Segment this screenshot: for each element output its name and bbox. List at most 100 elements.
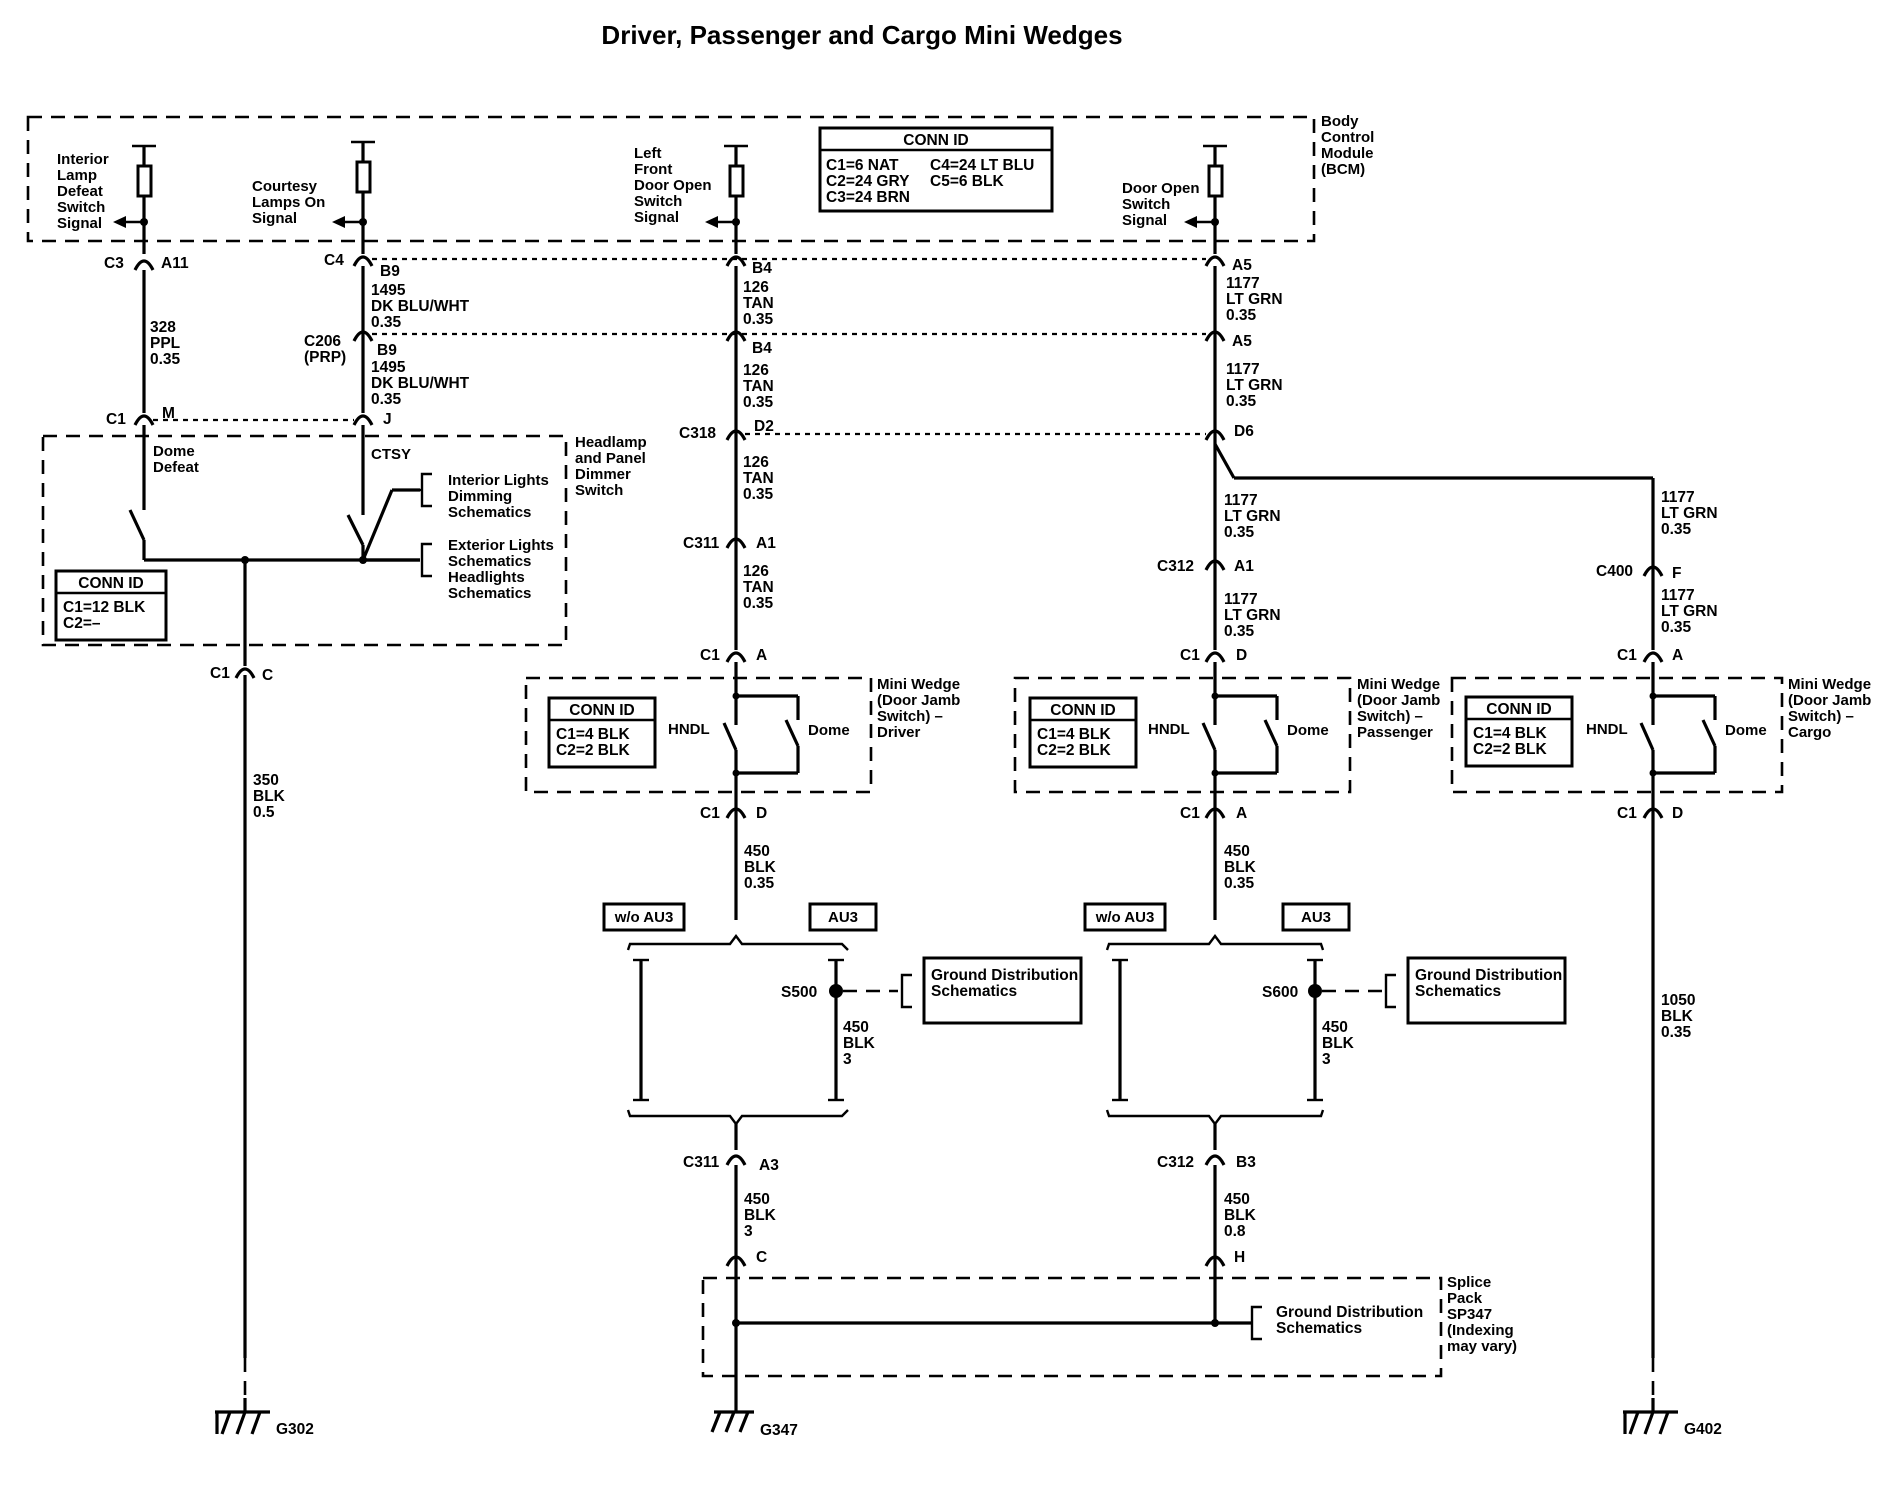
connector-label-b4: B4	[752, 340, 772, 357]
svg-text:B9: B9	[380, 263, 400, 280]
connector-c312-a1: C312 A1	[1157, 558, 1254, 575]
svg-text:C: C	[756, 1249, 767, 1266]
mini-wedge-cargo-conn-id: CONN ID C1=4 BLK C2=2 BLK	[1464, 695, 1574, 768]
wire-label-450-driver: 450 BLK 0.35	[744, 843, 777, 892]
svg-text:450: 450	[843, 1019, 869, 1036]
svg-text:LT GRN: LT GRN	[1226, 291, 1283, 308]
connector-c1-a-driver: C1 A	[700, 647, 767, 664]
ground-ref-splice: Ground Distribution Schematics	[1276, 1304, 1423, 1337]
svg-text:Exterior Lights: Exterior Lights	[448, 537, 554, 554]
headlamp-switch-label: Headlamp and Panel Dimmer Switch	[575, 434, 647, 499]
svg-text:C312: C312	[1157, 1154, 1194, 1171]
svg-text:3: 3	[843, 1051, 852, 1068]
svg-text:A: A	[756, 647, 767, 664]
svg-text:C1=6 NAT: C1=6 NAT	[826, 157, 899, 174]
svg-text:Ground Distribution: Ground Distribution	[1276, 1304, 1423, 1321]
wire-label-1177-1: 1177 LT GRN 0.35	[1226, 275, 1283, 324]
svg-text:Schematics: Schematics	[448, 553, 531, 570]
svg-text:Signal: Signal	[634, 209, 679, 226]
svg-text:D6: D6	[1234, 423, 1254, 440]
connector-a5-c206	[1204, 330, 1226, 342]
svg-text:Lamp: Lamp	[57, 167, 97, 184]
mini-wedge-passenger-box	[1013, 676, 1352, 794]
wire-label-1177-3: 1177 LT GRN 0.35	[1224, 492, 1281, 541]
svg-text:LT GRN: LT GRN	[1226, 377, 1283, 394]
svg-text:C1: C1	[700, 805, 720, 822]
svg-text:(Door Jamb: (Door Jamb	[1357, 692, 1440, 709]
svg-text:A11: A11	[161, 255, 189, 272]
svg-text:0.35: 0.35	[1224, 524, 1255, 541]
svg-text:Dome: Dome	[808, 722, 850, 739]
svg-text:Front: Front	[634, 161, 672, 178]
svg-text:C311: C311	[683, 535, 720, 552]
svg-text:F: F	[1672, 565, 1681, 582]
svg-text:C400: C400	[1596, 563, 1633, 580]
svg-text:C4=24 LT BLU: C4=24 LT BLU	[930, 157, 1034, 174]
connector-c1-m-j: C1 M J	[106, 405, 392, 428]
wire-label-450-08-passenger: 450 BLK 0.8	[1224, 1191, 1257, 1240]
wire-label-1177-5: 1177 LT GRN 0.35	[1661, 489, 1718, 538]
svg-text:M: M	[162, 405, 175, 422]
svg-text:126: 126	[743, 454, 769, 471]
svg-text:D: D	[756, 805, 767, 822]
svg-text:0.35: 0.35	[1224, 875, 1255, 892]
svg-text:0.35: 0.35	[743, 486, 774, 503]
svg-text:LT GRN: LT GRN	[1661, 603, 1718, 620]
svg-text:A1: A1	[1234, 558, 1254, 575]
svg-text:Switch: Switch	[57, 199, 105, 216]
connector-c206: C206 (PRP) B9	[304, 330, 397, 366]
svg-text:C1=4 BLK: C1=4 BLK	[1473, 725, 1547, 742]
svg-text:S500: S500	[781, 984, 817, 1001]
svg-text:C1: C1	[1617, 805, 1637, 822]
bcm-box	[26, 115, 1316, 243]
svg-text:HNDL: HNDL	[1148, 721, 1190, 738]
signal-label-interior-lamp-defeat: Interior Lamp Defeat Switch Signal	[57, 151, 109, 232]
svg-text:Schematics: Schematics	[1415, 983, 1501, 1000]
svg-text:Left: Left	[634, 145, 662, 162]
svg-text:450: 450	[744, 1191, 770, 1208]
svg-text:TAN: TAN	[743, 470, 774, 487]
svg-text:Headlamp: Headlamp	[575, 434, 647, 451]
mini-wedge-driver-label: Mini Wedge (Door Jamb Switch) – Driver	[877, 676, 960, 741]
ground-ref-s600: Ground Distribution Schematics	[1406, 956, 1567, 1025]
wire-label-328: 328 PPL 0.35	[150, 319, 181, 368]
svg-text:G402: G402	[1684, 1421, 1722, 1438]
svg-text:D: D	[1672, 805, 1683, 822]
svg-text:328: 328	[150, 319, 176, 336]
svg-text:TAN: TAN	[743, 295, 774, 312]
ctsy-junction	[359, 556, 367, 564]
svg-text:C318: C318	[679, 425, 716, 442]
splice-junction-h	[1211, 1319, 1219, 1327]
svg-text:Ground Distribution: Ground Distribution	[1415, 967, 1562, 984]
svg-text:CONN ID: CONN ID	[569, 702, 634, 719]
svg-text:Signal: Signal	[1122, 212, 1167, 229]
svg-text:Ground Distribution: Ground Distribution	[931, 967, 1078, 984]
connector-c1-a-cargo: C1 A	[1617, 647, 1683, 664]
svg-text:HNDL: HNDL	[668, 721, 710, 738]
svg-text:Courtesy: Courtesy	[252, 178, 318, 195]
svg-text:DK BLU/WHT: DK BLU/WHT	[371, 298, 470, 315]
connector-c311-a1: C311 A1	[683, 535, 776, 552]
svg-text:D: D	[1236, 647, 1247, 664]
svg-text:Schematics: Schematics	[448, 585, 531, 602]
splice-pack-box	[701, 1276, 1443, 1378]
connector-c1-d-cargo: C1 D	[1617, 805, 1683, 822]
mini-wedge-passenger-switches: HNDL Dome	[1148, 662, 1329, 818]
svg-text:A5: A5	[1232, 257, 1252, 274]
svg-text:Signal: Signal	[57, 215, 102, 232]
svg-text:C3: C3	[104, 255, 124, 272]
svg-text:CONN ID: CONN ID	[903, 132, 968, 149]
mini-wedge-passenger-label: Mini Wedge (Door Jamb Switch) – Passenge…	[1357, 676, 1440, 741]
svg-text:0.35: 0.35	[743, 595, 774, 612]
connector-b4-c206	[725, 330, 747, 342]
wire-1177-bend	[1213, 443, 1236, 479]
svg-text:w/o AU3: w/o AU3	[614, 909, 674, 926]
svg-text:C2=2 BLK: C2=2 BLK	[1473, 741, 1547, 758]
svg-text:Pack: Pack	[1447, 1290, 1483, 1307]
svg-text:TAN: TAN	[743, 378, 774, 395]
connector-c1-a-passenger: C1 A	[1180, 805, 1247, 822]
svg-text:C2=24 GRY: C2=24 GRY	[826, 173, 910, 190]
svg-text:0.35: 0.35	[744, 875, 775, 892]
svg-text:3: 3	[1322, 1051, 1331, 1068]
bcm-pullup-courtesy	[332, 140, 375, 254]
